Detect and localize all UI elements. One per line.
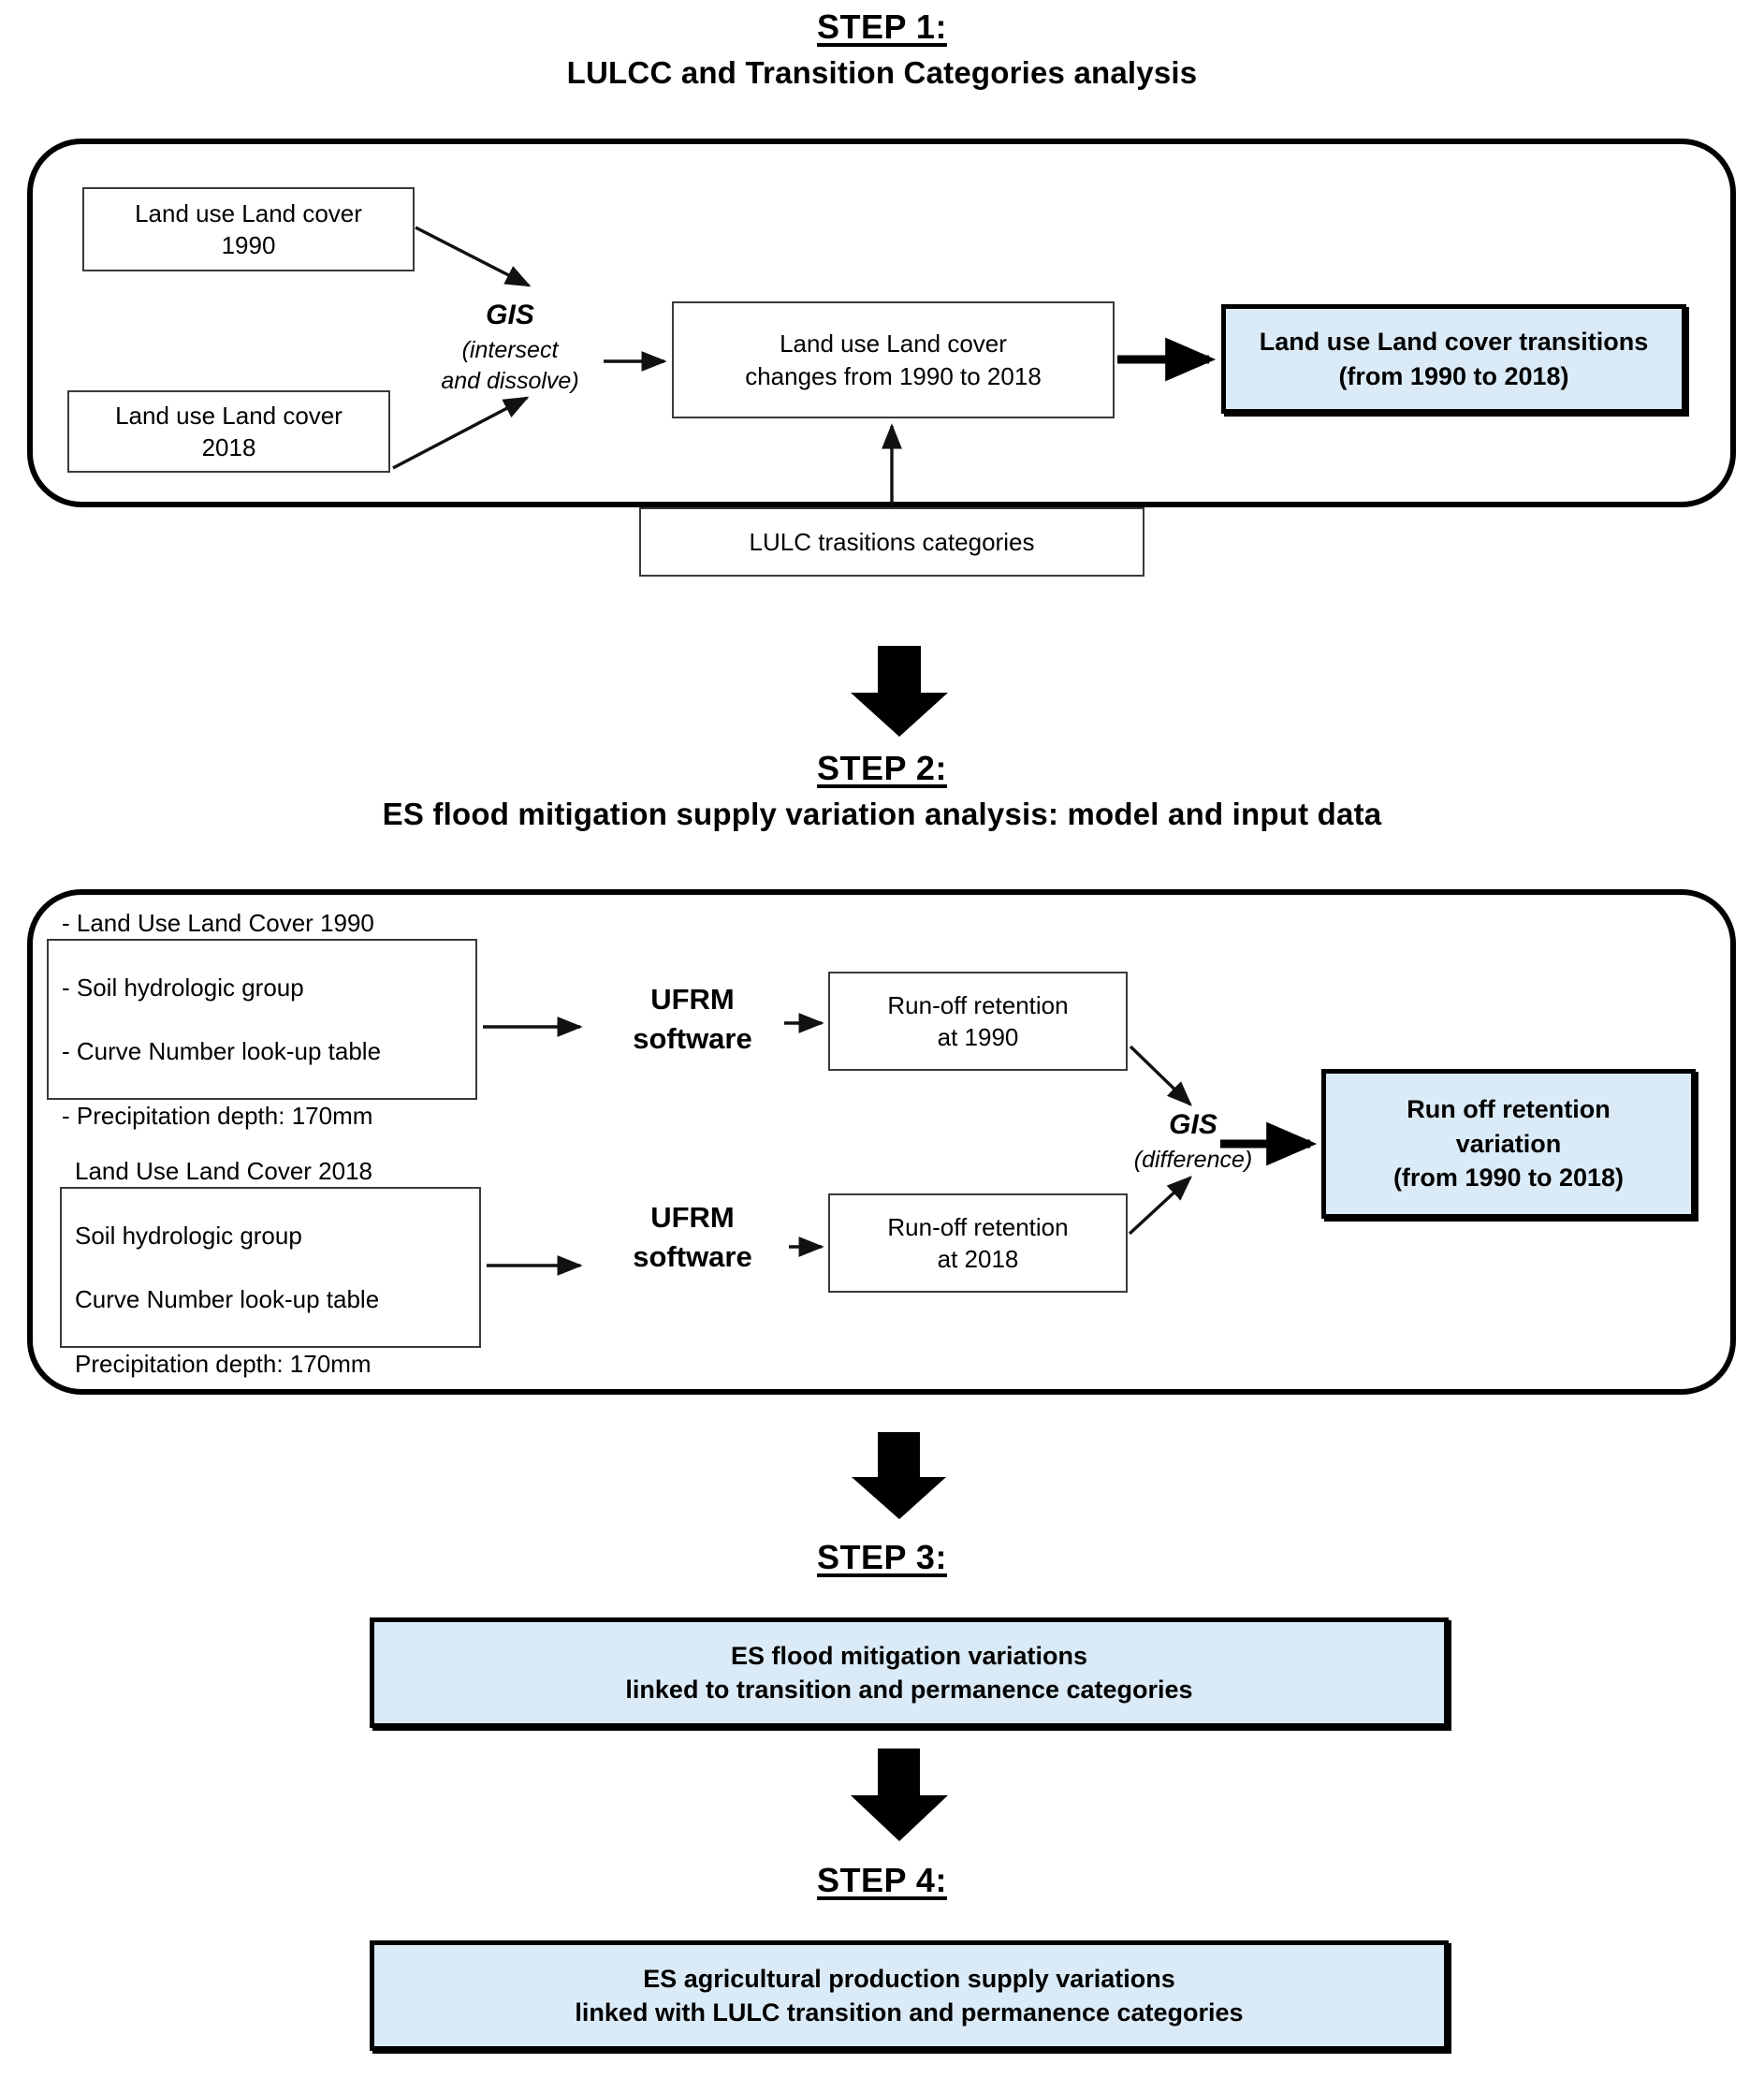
node-lulc-transition-categories: LULC trasitions categories (639, 507, 1144, 577)
node-step3-result: ES flood mitigation variations linked to… (370, 1617, 1449, 1728)
node-lulc-transitions-result: Land use Land cover transitions (from 19… (1221, 304, 1686, 414)
step2-subtitle: ES flood mitigation supply variation ana… (382, 797, 1382, 831)
node-inputs-2018: Land Use Land Cover 2018 Soil hydrologic… (60, 1157, 481, 1378)
node-runoff-variation-result: Run off retention variation (from 1990 t… (1321, 1069, 1696, 1219)
node-inputs-2018-list: Land Use Land Cover 2018 Soil hydrologic… (62, 1119, 479, 1416)
input-2018-item: Precipitation depth: 170mm (75, 1349, 372, 1378)
node-lulc-transitions-result-label: Land use Land cover transitions (from 19… (1259, 328, 1649, 390)
node-inputs-1990: - Land Use Land Cover 1990 - Soil hydrol… (47, 909, 477, 1130)
block-arrow-step2-step3 (852, 1432, 946, 1519)
step4-label: STEP 4: (817, 1861, 947, 1899)
block-arrow-step1-step2 (851, 646, 948, 737)
step1-gis-title: GIS (486, 300, 534, 330)
node-lulc-2018-label: Land use Land cover 2018 (115, 401, 343, 461)
step3-label: STEP 3: (817, 1538, 947, 1576)
label-ufrm-software-bottom: UFRM software (633, 1201, 752, 1273)
node-step3-result-label: ES flood mitigation variations linked to… (625, 1641, 1193, 1704)
node-lulc-changes: Land use Land cover changes from 1990 to… (672, 301, 1115, 418)
step2-gis-title: GIS (1169, 1109, 1217, 1140)
node-runoff-variation-result-label: Run off retention variation (from 1990 t… (1392, 1095, 1625, 1193)
node-lulc-2018: Land use Land cover 2018 (67, 390, 390, 473)
input-2018-item: Soil hydrologic group (75, 1221, 302, 1250)
node-lulc-changes-label: Land use Land cover changes from 1990 to… (745, 329, 1042, 390)
step4-heading: STEP 4: (0, 1861, 1764, 1900)
input-1990-item: - Precipitation depth: 170mm (62, 1101, 373, 1130)
node-step4-result-label: ES agricultural production supply variat… (575, 1964, 1244, 2027)
node-lulc-1990-label: Land use Land cover 1990 (135, 198, 362, 259)
step3-heading: STEP 3: (0, 1538, 1764, 1577)
input-1990-item: - Curve Number look-up table (62, 1037, 382, 1066)
node-runoff-retention-1990-label: Run-off retention at 1990 (887, 990, 1069, 1051)
node-step4-result: ES agricultural production supply variat… (370, 1940, 1449, 2051)
node-lulc-1990: Land use Land cover 1990 (82, 187, 415, 271)
step2-gis-group: GIS (difference) (1104, 1109, 1282, 1176)
label-ufrm-software-top: UFRM software (633, 983, 752, 1055)
step2-label: STEP 2: (817, 749, 947, 787)
node-runoff-retention-1990: Run-off retention at 1990 (828, 972, 1128, 1071)
node-runoff-retention-2018: Run-off retention at 2018 (828, 1193, 1128, 1293)
step1-heading: STEP 1: LULCC and Transition Categories … (0, 7, 1764, 91)
input-1990-item: - Land Use Land Cover 1990 (62, 908, 374, 937)
step1-gis-subtitle: (intersect and dissolve) (441, 337, 579, 394)
step2-gis-subtitle: (difference) (1133, 1147, 1253, 1173)
node-runoff-retention-2018-label: Run-off retention at 2018 (887, 1212, 1069, 1273)
input-2018-item: Curve Number look-up table (75, 1285, 380, 1314)
block-arrow-step3-step4 (851, 1749, 948, 1841)
step2-heading: STEP 2: ES flood mitigation supply varia… (0, 749, 1764, 832)
step1-gis-group: GIS (intersect and dissolve) (426, 300, 594, 396)
node-lulc-transition-categories-label: LULC trasitions categories (749, 527, 1035, 556)
step1-label: STEP 1: (817, 7, 947, 46)
input-1990-item: - Soil hydrologic group (62, 973, 304, 1002)
step1-subtitle: LULCC and Transition Categories analysis (566, 55, 1198, 90)
input-2018-item: Land Use Land Cover 2018 (75, 1156, 373, 1185)
node-inputs-1990-list: - Land Use Land Cover 1990 - Soil hydrol… (49, 871, 475, 1168)
